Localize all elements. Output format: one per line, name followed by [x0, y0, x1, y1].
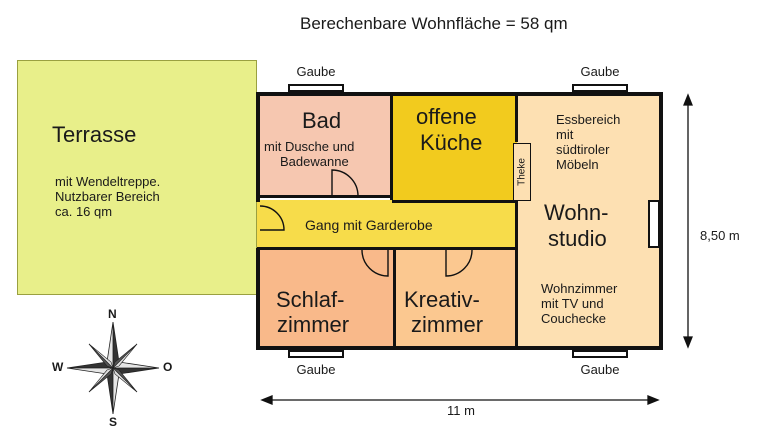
kueche-label-1: offene: [416, 104, 477, 129]
wohn-note-3: Couchecke: [541, 311, 607, 326]
wohn-note-2: mit TV und: [541, 296, 604, 311]
gaube-top-right: [572, 84, 628, 92]
wohn-label-1: Wohn-: [544, 200, 609, 225]
gang-label: Gang mit Garderobe: [305, 217, 433, 233]
height-dimension-label: 8,50 m: [700, 228, 740, 243]
bad-room: [257, 95, 392, 197]
gaube-top-left-label: Gaube: [296, 64, 336, 79]
wall-bad-kueche: [390, 92, 393, 200]
schlafzimmer-room: [257, 248, 394, 348]
kueche-label-2: Küche: [420, 130, 483, 155]
wohn-label-2: studio: [548, 226, 607, 251]
kueche-room: [392, 95, 517, 202]
door-schlaf: [361, 249, 389, 277]
schlaf-label-2: zimmer: [277, 312, 350, 337]
compass-w: W: [52, 360, 64, 374]
bad-note-1: mit Dusche und: [264, 139, 355, 154]
wall-left-upper: [256, 92, 260, 202]
wall-schlaf-kreativ: [393, 247, 396, 348]
ess-note-3: südtiroler: [556, 142, 610, 157]
gaube-bottom-left: [288, 350, 344, 358]
bad-label: Bad: [302, 108, 342, 133]
terrasse-note-2: Nutzbarer Bereich: [55, 189, 160, 204]
schlaf-label-1: Schlaf-: [276, 287, 345, 312]
wall-right: [659, 92, 663, 350]
gaube-bottom-right: [572, 350, 628, 358]
kreativzimmer-room: [394, 248, 517, 348]
compass-n: N: [108, 307, 117, 321]
window-right: [648, 200, 660, 248]
gaube-bottom-left-label: Gaube: [296, 362, 336, 377]
ess-note-1: Essbereich: [556, 112, 621, 127]
wohn-note-1: Wohnzimmer: [541, 281, 618, 296]
wall-gang-wohn: [515, 200, 518, 248]
width-dimension-label: 11 m: [447, 403, 475, 418]
door-gang-left: [259, 205, 285, 231]
wall-kreativ-wohn: [515, 247, 518, 348]
ess-note-4: Möbeln: [556, 157, 599, 172]
gang-room: [257, 200, 517, 248]
wall-kueche-bottom: [392, 200, 517, 203]
wall-bad-bottom: [257, 195, 393, 198]
door-kreativ: [445, 249, 473, 277]
wall-top: [257, 92, 663, 96]
ess-note-2: mit: [556, 127, 574, 142]
kreativ-label-2: zimmer: [411, 312, 484, 337]
terrasse-note-1: mit Wendeltreppe.: [55, 174, 161, 189]
theke: [513, 143, 531, 201]
wohnstudio-room: [517, 95, 660, 348]
compass-s: S: [109, 415, 118, 429]
wall-gang-bottom: [257, 247, 518, 250]
bad-note-2: Badewanne: [280, 154, 349, 169]
gaube-top-right-label: Gaube: [580, 64, 620, 79]
terrasse-note-3: ca. 16 qm: [55, 204, 113, 219]
gaube-top-left: [288, 84, 344, 92]
wall-left-lower: [256, 248, 260, 350]
kreativ-label-1: Kreativ-: [404, 287, 480, 312]
terrasse-label: Terrasse: [52, 122, 137, 147]
gaube-bottom-right-label: Gaube: [580, 362, 620, 377]
wall-bottom: [257, 346, 663, 350]
compass-o: O: [163, 360, 173, 374]
page-title: Berechenbare Wohnfläche = 58 qm: [300, 14, 568, 33]
door-bad: [331, 169, 359, 197]
wall-kueche-theke-top: [515, 92, 518, 142]
